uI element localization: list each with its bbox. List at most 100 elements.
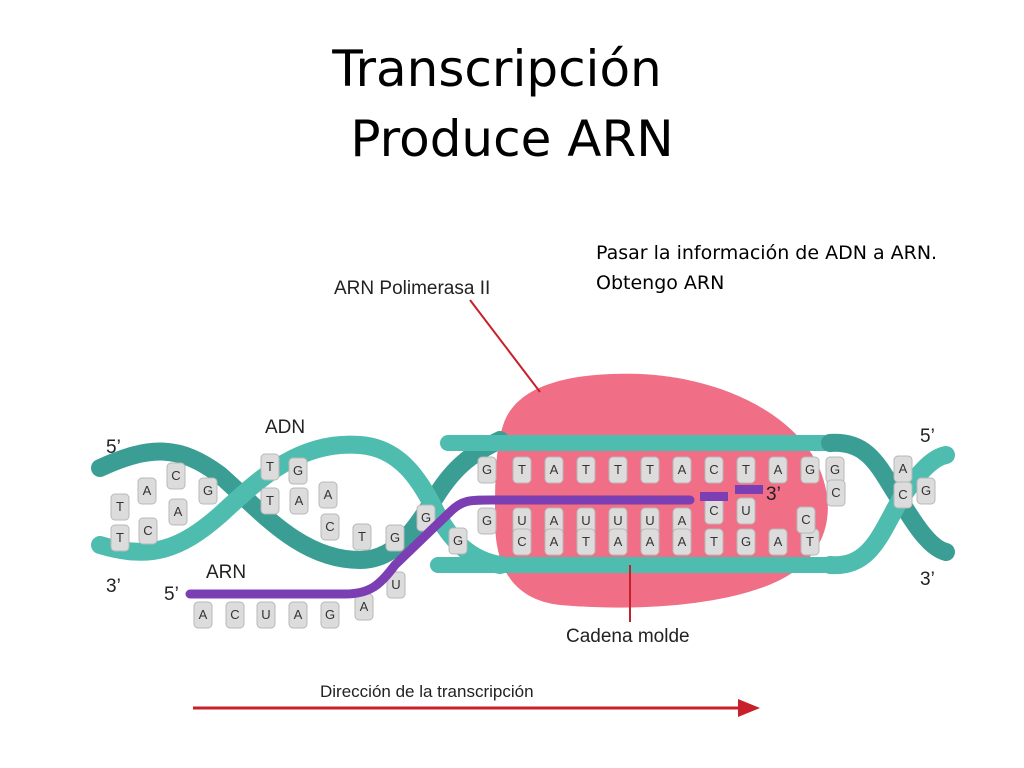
rna-3prime-label: 3’ (766, 484, 781, 505)
coding-strand-base: T (576, 456, 596, 484)
left-helix-base: A (289, 487, 309, 515)
left-helix-base: C (138, 517, 158, 545)
base-letter: T (646, 462, 654, 477)
template-strand-base: C (512, 528, 532, 556)
rna-new-segment (700, 492, 728, 501)
base-letter: U (581, 513, 590, 528)
base-letter: C (143, 523, 152, 538)
rna-tail-base: C (225, 601, 245, 629)
base-letter: T (266, 493, 274, 508)
left-helix-base: A (137, 477, 157, 505)
base-letter: A (199, 607, 208, 622)
base-letter: T (582, 462, 590, 477)
template-strand-base: A (768, 528, 788, 556)
rna-strand (185, 495, 695, 599)
base-letter: C (801, 512, 810, 527)
base-letter: G (741, 534, 751, 549)
base-letter: U (741, 503, 750, 518)
left-helix-base: C (166, 462, 186, 490)
left-helix-base: A (318, 481, 338, 509)
left-helix-base: C (320, 513, 340, 541)
template-strand-base: C (796, 506, 816, 534)
title-line-2: Produce ARN (350, 110, 674, 168)
base-letter: A (294, 607, 303, 622)
base-letter: G (390, 530, 400, 545)
left-helix-base: A (168, 498, 188, 526)
base-letter: A (324, 487, 333, 502)
right-helix-base: C (893, 481, 913, 509)
rna-tail-base: U (386, 571, 406, 599)
left-3prime-label: 3’ (106, 576, 121, 597)
title-line-1: Transcripción (332, 40, 662, 98)
base-letter: A (360, 599, 369, 614)
base-letter: C (517, 534, 526, 549)
template-strand-base: G (448, 527, 468, 555)
coding-strand-base: G (825, 456, 845, 484)
base-letter: A (646, 534, 655, 549)
base-letter: T (116, 499, 124, 514)
coding-strand-base: A (672, 456, 692, 484)
coding-strand-base: A (768, 456, 788, 484)
base-letter: G (482, 462, 492, 477)
polymerase-pointer-line (469, 299, 541, 393)
rna-tail-base: A (354, 593, 374, 621)
base-letter: U (645, 513, 654, 528)
base-letter: T (116, 530, 124, 545)
left-5prime-label: 5’ (106, 437, 121, 458)
base-letter: T (518, 462, 526, 477)
rna-tail-base: U (256, 601, 276, 629)
note-text: Pasar la información de ADN a ARN. Obten… (596, 238, 937, 298)
base-letter: T (358, 529, 366, 544)
base-letter: A (678, 534, 687, 549)
base-letter: A (295, 493, 304, 508)
direction-arrowhead (738, 699, 760, 717)
template-strand-base: A (608, 528, 628, 556)
rna-5prime-label: 5’ (164, 584, 179, 605)
base-letter: T (806, 534, 814, 549)
template-strand-base: G (736, 528, 756, 556)
base-letter: G (203, 483, 213, 498)
base-letter: T (266, 459, 274, 474)
template-strand-label: Cadena molde (566, 626, 690, 647)
right-3prime-label: 3’ (920, 569, 935, 590)
rna-new-segment-2 (735, 485, 763, 494)
rna-tail-base: A (288, 601, 308, 629)
rna-bubble-base: U (736, 497, 756, 525)
left-helix-base: G (288, 457, 308, 485)
slide-title: Transcripción Produce ARN (0, 34, 1024, 174)
left-helix-base: T (260, 453, 280, 481)
left-helix-base: T (352, 523, 372, 551)
coding-strand-base: T (608, 456, 628, 484)
right-5prime-label: 5’ (920, 426, 935, 447)
template-strand-base: A (672, 528, 692, 556)
rna-bubble-base: C (704, 497, 724, 525)
polymerase-label: ARN Polimerasa II (334, 278, 490, 299)
base-letter: A (550, 534, 559, 549)
note-line-2: Obtengo ARN (596, 272, 725, 294)
rna-label: ARN (206, 562, 246, 583)
base-letter: C (898, 487, 907, 502)
coding-strand-base: C (704, 456, 724, 484)
base-letter: T (614, 462, 622, 477)
base-letter: A (678, 462, 687, 477)
base-letter: A (899, 461, 908, 476)
base-letter: G (325, 607, 335, 622)
base-letter: A (143, 483, 152, 498)
coding-strand-base: A (544, 456, 564, 484)
base-letter: C (230, 607, 239, 622)
rna-tail-base: G (320, 601, 340, 629)
template-strand-base: A (640, 528, 660, 556)
coding-strand-base: T (640, 456, 660, 484)
base-letter: A (774, 462, 783, 477)
base-letter: G (453, 533, 463, 548)
base-letter: C (709, 462, 718, 477)
base-letter: G (293, 463, 303, 478)
coding-strand-base: T (736, 456, 756, 484)
open-dna-bubble (430, 435, 840, 573)
base-letter: A (774, 534, 783, 549)
note-line-1: Pasar la información de ADN a ARN. (596, 242, 938, 264)
left-helix-base: G (198, 477, 218, 505)
right-helix-base: C (826, 479, 846, 507)
